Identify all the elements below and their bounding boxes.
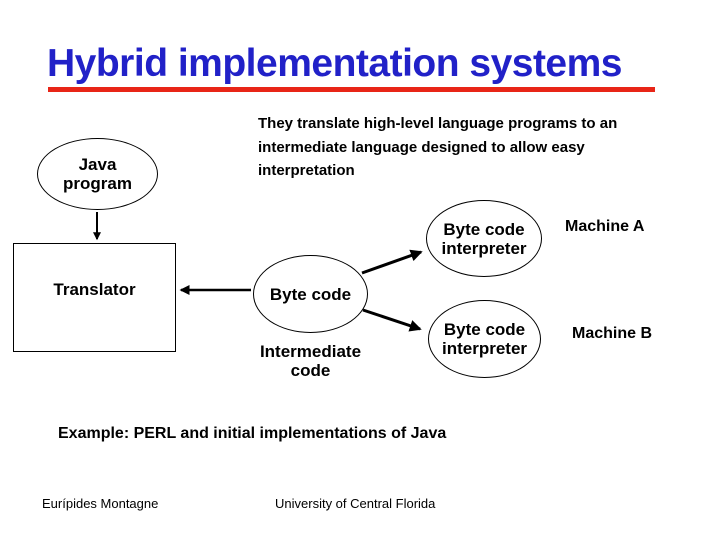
- node-byte-code-interpreter-a: Byte code interpreter: [426, 200, 542, 277]
- node-java-program: Java program: [37, 138, 158, 210]
- intermediate-code-caption: Intermediate code: [248, 342, 373, 380]
- node-byte-code-interpreter-b: Byte code interpreter: [428, 300, 541, 378]
- node-byte-code: Byte code: [253, 255, 368, 333]
- node-translator: Translator: [13, 243, 176, 352]
- node-interpreter-b-label-line2: interpreter: [441, 339, 528, 358]
- slide-title: Hybrid implementation systems: [47, 42, 623, 85]
- node-interpreter-a-label-line1: Byte code: [443, 219, 525, 239]
- example-text: Example: PERL and initial implementation…: [58, 425, 447, 442]
- machine-a-label: Machine A: [565, 218, 645, 235]
- intermediate-code-caption-line2: code: [290, 361, 331, 380]
- description-text: They translate high-level language progr…: [258, 115, 618, 179]
- machine-b-label: Machine B: [572, 325, 653, 342]
- arrow-bytecode-to-interpreter-a-icon: [361, 249, 423, 275]
- node-interpreter-a-label-line2: interpreter: [441, 238, 527, 258]
- node-byte-code-label: Byte code: [269, 284, 352, 304]
- footer-institution: University of Central Florida: [275, 496, 436, 511]
- intermediate-code-caption-line1: Intermediate: [259, 342, 362, 361]
- node-interpreter-b-label-line1: Byte code: [443, 320, 526, 339]
- node-java-program-label-line1: Java: [78, 155, 117, 174]
- footer-author: Eurípides Montagne: [42, 496, 159, 511]
- node-java-program-label-line2: program: [63, 174, 132, 193]
- arrow-bytecode-to-interpreter-b-icon: [362, 308, 422, 332]
- title-underline-rule: [48, 87, 655, 92]
- node-translator-label: Translator: [53, 279, 136, 299]
